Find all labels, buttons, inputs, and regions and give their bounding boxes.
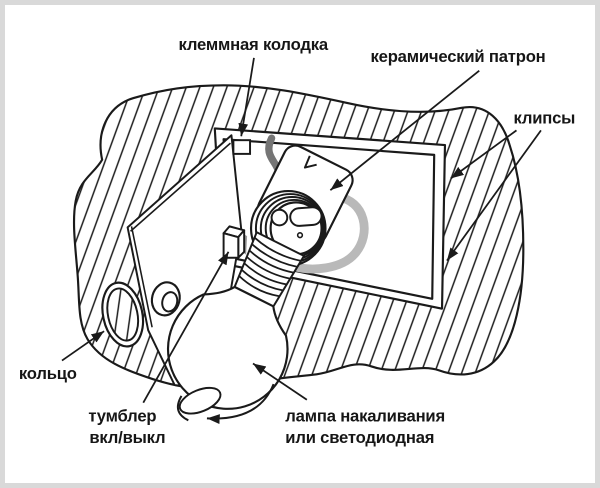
lamp-arrow xyxy=(252,362,308,401)
grommet xyxy=(150,281,181,317)
clips-arrow-upper xyxy=(450,129,517,180)
clips-arrow-lower xyxy=(446,129,542,262)
toggle-label-line1: тумблер xyxy=(88,406,156,425)
terminal-block-label: клеммная колодка xyxy=(179,35,329,54)
fixture-diagram: клеммная колодка керамический патрон кли… xyxy=(19,35,576,447)
toggle-arrow xyxy=(142,251,230,404)
terminal-block-arrow xyxy=(238,57,255,137)
rotation-arrow xyxy=(176,383,275,424)
terminal-block xyxy=(232,139,252,155)
toggle-switch xyxy=(222,225,248,259)
clips-label: клипсы xyxy=(514,109,576,128)
ceramic-socket-label: керамический патрон xyxy=(371,47,546,66)
ring-seal xyxy=(101,281,145,348)
lamp-label-line1: лампа накаливания xyxy=(285,406,445,425)
toggle-label-line2: вкл/выкл xyxy=(89,428,165,447)
lamp-label-line2: или светодиодная xyxy=(285,428,434,447)
ring-arrow xyxy=(61,330,105,362)
ceramic-socket-arrow xyxy=(329,69,480,191)
ring-label: кольцо xyxy=(19,364,77,383)
light-wire xyxy=(289,192,369,274)
